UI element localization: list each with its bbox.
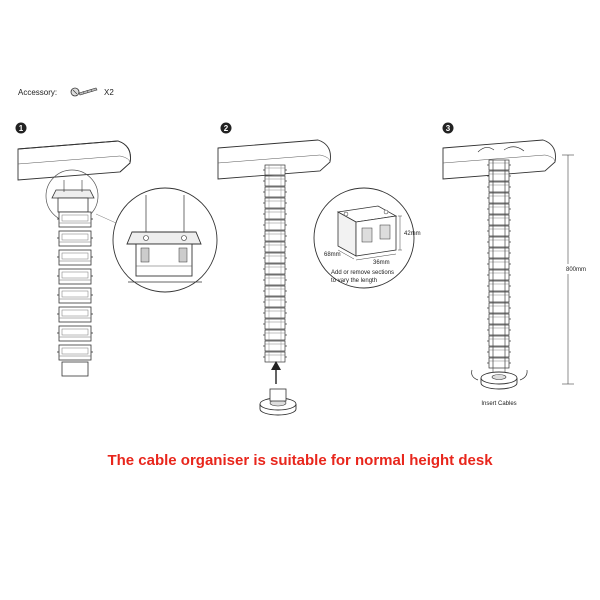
mount-bracket-1: [51, 180, 95, 213]
svg-text:3: 3: [446, 124, 451, 133]
accessory-label: Accessory:: [18, 88, 57, 97]
accessory-quantity: X2: [104, 88, 114, 97]
svg-text:2: 2: [224, 124, 229, 133]
step-badge-2: 2: [220, 122, 232, 134]
desk-top-3: [442, 139, 556, 180]
step-badge-3: 3: [442, 122, 454, 134]
screw-icon: [70, 87, 98, 97]
step-badge-1: 1: [15, 122, 27, 134]
module-depth-label: 36mm: [373, 260, 390, 266]
desk-top-1: [17, 140, 131, 181]
module-detail-circle: [313, 187, 415, 289]
module-height-label: 42mm: [404, 231, 421, 237]
cable-spine-3: [486, 159, 512, 372]
cable-spine-1: [56, 211, 94, 377]
height-dimension-label: 800mm: [566, 267, 586, 273]
svg-text:1: 1: [19, 124, 24, 133]
height-dimension-line: [560, 154, 580, 385]
insert-cables-label: Insert Cables: [481, 401, 516, 407]
up-arrow-icon: [271, 361, 281, 384]
module-width-label: 68mm: [324, 252, 341, 258]
floor-base-3: [471, 369, 528, 390]
cable-spine-2: [262, 164, 288, 363]
module-note-line2: to vary the length: [331, 278, 377, 284]
zoom-detail-circle: [112, 187, 218, 293]
caption-text: The cable organiser is suitable for norm…: [107, 452, 493, 469]
module-note-line1: Add or remove sections: [331, 270, 394, 276]
floor-base-2: [259, 388, 297, 416]
desk-top-2: [217, 139, 331, 180]
